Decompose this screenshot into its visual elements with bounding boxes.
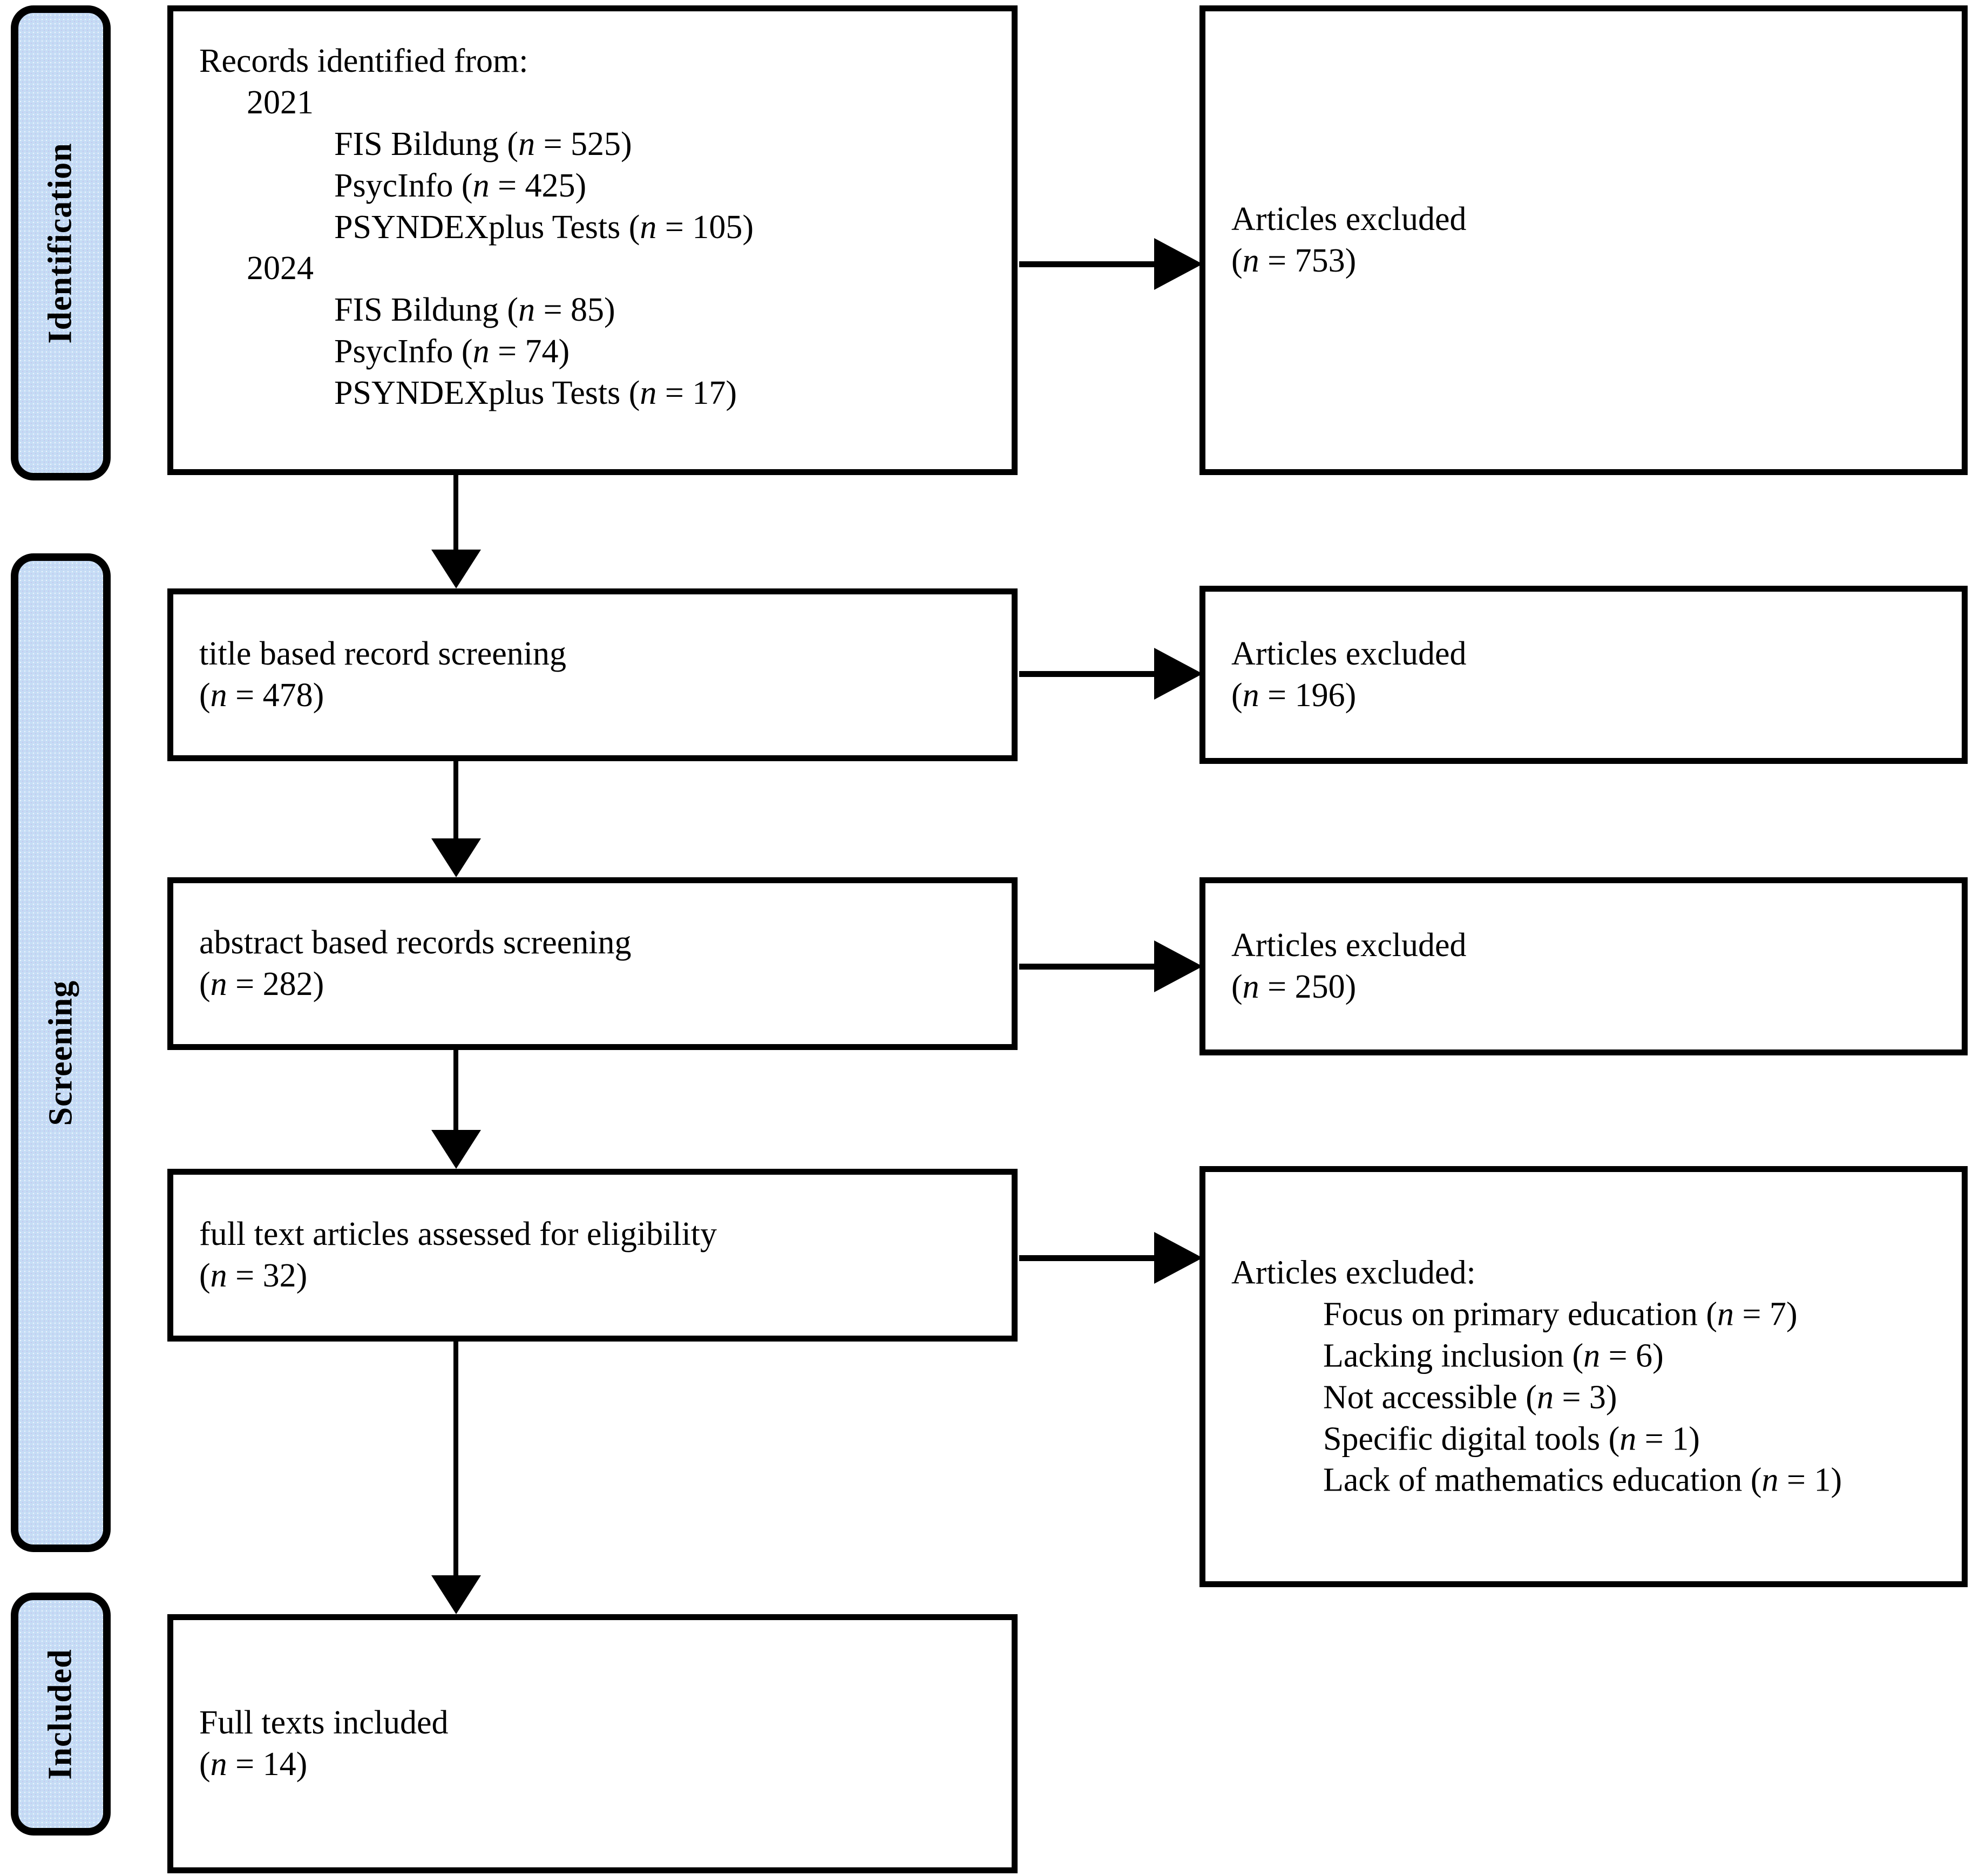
arrow-head-records-to-title	[431, 550, 481, 588]
box-abstract-screening: abstract based records screening (n = 28…	[167, 877, 1018, 1050]
text-line: title based record screening	[199, 635, 566, 673]
text-line: (n = 32)	[199, 1257, 308, 1294]
box-excluded-identification-content: Articles excluded (n = 753)	[1231, 199, 1947, 282]
stage-bar-screening: Screening	[11, 553, 111, 1552]
box-excluded-identification: Articles excluded (n = 753)	[1199, 5, 1968, 475]
arrow-head-excluded-title	[1154, 648, 1203, 700]
arrow-head-excluded-identification	[1154, 238, 1203, 290]
text-line: PSYNDEXplus Tests (n = 105)	[334, 208, 754, 246]
text-line: (n = 196)	[1231, 677, 1357, 714]
box-records-identified: Records identified from: 2021 FIS Bildun…	[167, 5, 1018, 475]
text-line: 2024	[247, 250, 314, 287]
text-line: Articles excluded	[1231, 927, 1467, 964]
text-line: Lacking inclusion (n = 6)	[1323, 1337, 1664, 1374]
text-line: (n = 282)	[199, 966, 324, 1003]
box-excluded-abstract: Articles excluded (n = 250)	[1199, 877, 1968, 1055]
text-line: (n = 478)	[199, 677, 324, 714]
text-line: FIS Bildung (n = 525)	[334, 125, 632, 162]
arrow-head-excluded-abstract	[1154, 940, 1203, 992]
text-line: FIS Bildung (n = 85)	[334, 292, 615, 329]
text-line: full text articles assessed for eligibil…	[199, 1216, 717, 1253]
arrow-line-excluded-fulltext	[1019, 1255, 1165, 1261]
box-excluded-title: Articles excluded (n = 196)	[1199, 586, 1968, 764]
text-line: Articles excluded:	[1231, 1254, 1476, 1291]
box-fulltext-eligibility-content: full text articles assessed for eligibil…	[199, 1214, 997, 1297]
box-excluded-fulltext-content: Articles excluded: Focus on primary educ…	[1231, 1252, 1947, 1501]
text-line: abstract based records screening	[199, 924, 632, 961]
text-line: Records identified from:	[199, 43, 528, 79]
text-line: PSYNDEXplus Tests (n = 17)	[334, 375, 737, 411]
box-title-screening-content: title based record screening (n = 478)	[199, 633, 997, 716]
box-abstract-screening-content: abstract based records screening (n = 28…	[199, 922, 997, 1005]
box-fulltexts-included-content: Full texts included (n = 14)	[199, 1702, 997, 1785]
arrow-line-title-to-abstract	[453, 761, 458, 842]
stage-label-screening: Screening	[42, 980, 79, 1126]
text-line: (n = 14)	[199, 1746, 308, 1783]
box-records-identified-content: Records identified from: 2021 FIS Bildun…	[199, 40, 997, 414]
text-line: Articles excluded	[1231, 635, 1467, 673]
stage-bar-identification: Identification	[11, 5, 111, 480]
box-excluded-fulltext: Articles excluded: Focus on primary educ…	[1199, 1166, 1968, 1587]
stage-bar-included: Included	[11, 1593, 111, 1836]
arrow-line-excluded-abstract	[1019, 964, 1165, 970]
text-line: Specific digital tools (n = 1)	[1323, 1420, 1700, 1457]
arrow-line-abstract-to-fulltext	[453, 1050, 458, 1131]
box-fulltexts-included: Full texts included (n = 14)	[167, 1614, 1018, 1873]
box-excluded-abstract-content: Articles excluded (n = 250)	[1231, 925, 1947, 1008]
arrow-line-excluded-title	[1019, 671, 1165, 677]
text-line: Focus on primary education (n = 7)	[1323, 1296, 1798, 1333]
text-line: (n = 753)	[1231, 242, 1357, 279]
stage-label-included: Included	[42, 1648, 79, 1780]
box-title-screening: title based record screening (n = 478)	[167, 588, 1018, 761]
arrow-line-fulltext-to-included	[453, 1342, 458, 1579]
arrow-head-fulltext-to-included	[431, 1575, 481, 1614]
text-line: (n = 250)	[1231, 969, 1357, 1005]
arrow-head-excluded-fulltext	[1154, 1232, 1203, 1284]
arrow-head-abstract-to-fulltext	[431, 1130, 481, 1169]
text-line: PsycInfo (n = 74)	[334, 333, 570, 370]
text-line: Full texts included	[199, 1704, 449, 1742]
text-line: 2021	[247, 84, 314, 121]
box-fulltext-eligibility: full text articles assessed for eligibil…	[167, 1169, 1018, 1342]
box-excluded-title-content: Articles excluded (n = 196)	[1231, 633, 1947, 716]
arrow-line-excluded-identification	[1019, 261, 1165, 267]
stage-label-identification: Identification	[42, 142, 79, 344]
arrow-head-title-to-abstract	[431, 838, 481, 877]
text-line: Lack of mathematics education (n = 1)	[1323, 1461, 1842, 1499]
arrow-line-records-to-title	[453, 475, 458, 561]
text-line: PsycInfo (n = 425)	[334, 167, 587, 204]
text-line: Articles excluded	[1231, 201, 1467, 238]
text-line: Not accessible (n = 3)	[1323, 1379, 1617, 1416]
